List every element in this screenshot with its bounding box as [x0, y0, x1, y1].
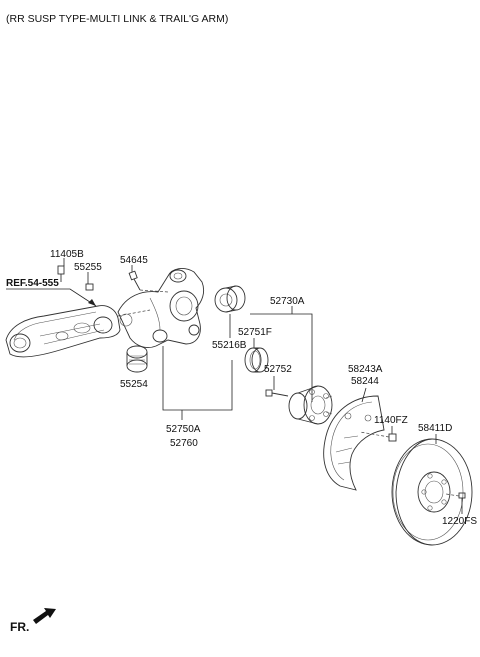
brake-disc-drawing: [391, 438, 473, 546]
front-arrow-icon: [33, 608, 56, 624]
bushing-55254-drawing: [126, 345, 148, 373]
label-55216B[interactable]: 55216B: [212, 340, 247, 351]
label-1140FZ[interactable]: 1140FZ: [374, 415, 408, 426]
bolt-11405b-drawing: [57, 265, 65, 282]
hub-bolt-drawing: [265, 389, 289, 397]
label-55254[interactable]: 55254: [120, 379, 148, 390]
label-55255[interactable]: 55255: [74, 262, 102, 273]
label-52751F[interactable]: 52751F: [238, 327, 272, 338]
label-52730A[interactable]: 52730A: [270, 296, 305, 307]
ref-arrowhead: [88, 299, 96, 306]
bracket-52730A: [250, 306, 313, 402]
bracket-52750A: [162, 346, 233, 411]
label-11405B[interactable]: 11405B: [50, 249, 84, 260]
ref-leader: [6, 288, 97, 307]
leader-58243A: [361, 387, 367, 403]
label-58244[interactable]: 58244: [351, 376, 379, 387]
diagram-title: (RR SUSP TYPE-MULTI LINK & TRAIL'G ARM): [6, 13, 228, 25]
screw-1220fs-drawing: [445, 492, 466, 508]
direction-label: FR.: [10, 620, 29, 634]
label-1220FS[interactable]: 1220FS: [442, 516, 477, 527]
label-54645[interactable]: 54645: [120, 255, 148, 266]
label-52750A[interactable]: 52750A: [166, 424, 201, 435]
label-52760[interactable]: 52760: [170, 438, 198, 449]
label-52752[interactable]: 52752: [264, 364, 292, 375]
bearing-55216b-drawing: [214, 285, 246, 313]
ref-label[interactable]: REF.54-555: [6, 278, 59, 289]
dust-cover-drawing: [323, 395, 385, 491]
hub-bearing-drawing: [288, 385, 333, 425]
bolt-54645-drawing: [128, 270, 169, 293]
knuckle-drawing: [117, 268, 205, 349]
trailing-arm-drawing: [5, 305, 151, 358]
nut-55255-drawing: [85, 283, 94, 291]
label-58243A[interactable]: 58243A: [348, 364, 383, 375]
bolt-1140fz-drawing: [359, 431, 397, 442]
label-58411D[interactable]: 58411D: [418, 423, 452, 434]
seal-52751f-drawing: [244, 347, 269, 373]
